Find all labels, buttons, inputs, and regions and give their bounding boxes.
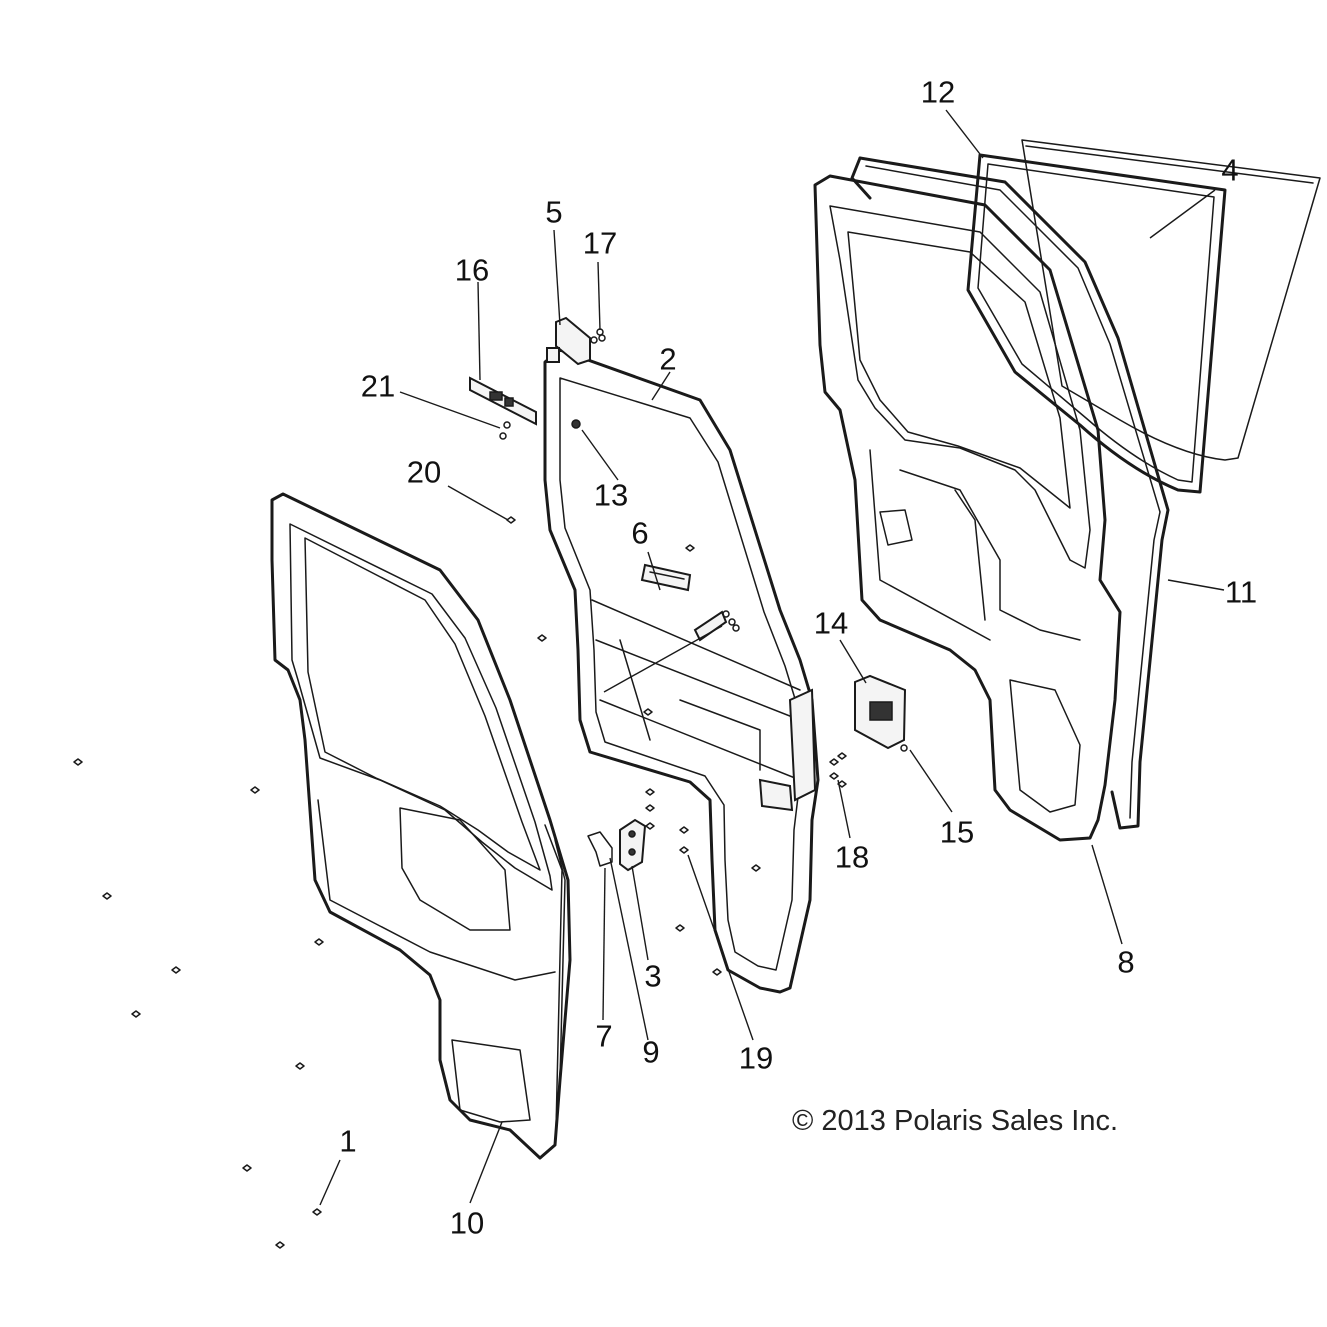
callout-20: 20 [406, 454, 442, 490]
callout-6: 6 [631, 515, 649, 551]
part-2-door-frame [543, 348, 820, 994]
part-6-handle-bolts [693, 610, 740, 642]
part-7-hinge-pin [587, 831, 613, 867]
part-3-hinge [619, 818, 647, 872]
part-5-hinge-bracket [546, 316, 591, 366]
callout-17: 17 [582, 225, 618, 261]
callout-11: 11 [1224, 574, 1258, 610]
copyright-notice: © 2013 Polaris Sales Inc. [792, 1105, 1119, 1137]
part-12-window-seal [966, 153, 1227, 494]
callout-19: 19 [738, 1040, 774, 1076]
callout-3: 3 [644, 958, 662, 994]
part-8-outer-door-panel [813, 174, 1122, 842]
part-11-outer-door-seal [850, 156, 1170, 830]
callout-5: 5 [545, 194, 563, 230]
callout-4: 4 [1221, 152, 1239, 188]
callout-14: 14 [813, 605, 849, 641]
part-17-bolts [590, 328, 606, 344]
fasteners [73, 516, 847, 1249]
part-14-latch [854, 674, 908, 752]
callout-9: 9 [642, 1034, 660, 1070]
leader-lines [319, 109, 1225, 1206]
callout-8: 8 [1117, 944, 1135, 980]
part-21-screws [499, 421, 511, 440]
callout-13: 13 [593, 477, 629, 513]
callout-7: 7 [595, 1018, 613, 1054]
callout-16: 16 [454, 252, 490, 288]
callout-12: 12 [920, 74, 956, 110]
callout-15: 15 [939, 814, 975, 850]
part-10-inner-door-panel [270, 492, 572, 1160]
callout-1: 1 [339, 1123, 357, 1159]
callout-10: 10 [449, 1205, 485, 1241]
callout-2: 2 [659, 341, 677, 377]
part-16-latch-plate [469, 376, 537, 426]
callout-18: 18 [834, 839, 870, 875]
callout-21: 21 [360, 368, 396, 404]
part-4-window-glass [1021, 139, 1321, 461]
